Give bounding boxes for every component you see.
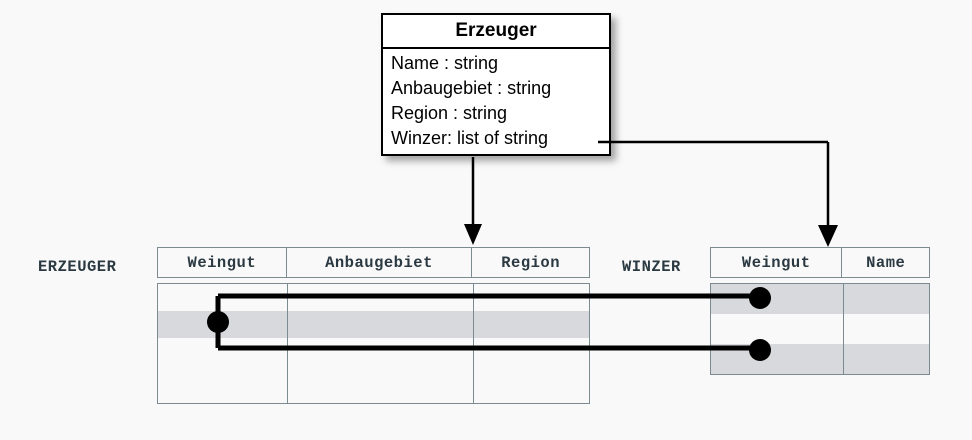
table-row[interactable]	[711, 314, 929, 344]
table-body-erzeuger	[157, 283, 590, 404]
uml-class-attribute-name: Name : string	[391, 53, 499, 73]
uml-class-name: Erzeuger	[383, 15, 609, 49]
winzer-attribute-to-winzer-table-arrow	[598, 140, 838, 247]
table-row[interactable]	[711, 344, 929, 374]
table-header-erzeuger: Weingut Anbaugebiet Region	[157, 247, 590, 278]
column-divider	[287, 284, 288, 403]
table-row[interactable]	[158, 311, 589, 338]
column-header-name[interactable]: Name	[866, 253, 906, 272]
table-row[interactable]	[158, 284, 589, 311]
column-header-anbaugebiet[interactable]: Anbaugebiet	[287, 248, 473, 277]
uml-class-attribute-winzer: Winzer: list of string	[391, 128, 549, 148]
uml-class-box-erzeuger[interactable]: Erzeuger Name : string Anbaugebiet : str…	[381, 13, 611, 156]
uml-class-attribute-region: Region : string	[391, 103, 508, 123]
class-to-erzeuger-arrow	[464, 157, 482, 245]
table-row[interactable]	[711, 284, 929, 314]
uml-class-attribute-list: Name : string Anbaugebiet : string Regio…	[383, 49, 609, 154]
uml-class-attribute-anbaugebiet: Anbaugebiet : string	[391, 78, 552, 98]
table-header-winzer: Weingut Name	[710, 247, 930, 278]
table-row[interactable]	[158, 365, 589, 403]
column-divider	[843, 284, 844, 374]
column-header-weingut[interactable]: Weingut	[711, 248, 843, 277]
table-label-erzeuger: ERZEUGER	[38, 258, 117, 276]
table-body-winzer	[710, 283, 930, 375]
column-header-region[interactable]: Region	[501, 253, 561, 272]
table-row[interactable]	[158, 338, 589, 365]
column-divider	[473, 284, 474, 403]
table-label-winzer: WINZER	[622, 258, 681, 276]
column-header-weingut[interactable]: Weingut	[158, 248, 287, 277]
